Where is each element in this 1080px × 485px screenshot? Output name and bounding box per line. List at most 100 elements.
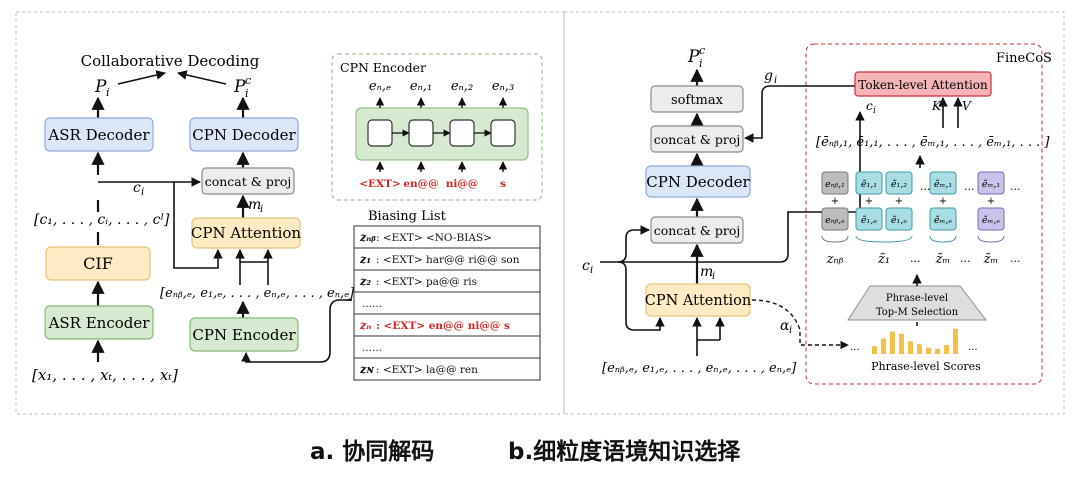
svg-text:: <EXT> <NO-BIAS>: : <EXT> <NO-BIAS> bbox=[376, 232, 492, 244]
svg-text:...: ... bbox=[1010, 180, 1021, 193]
inset-input-label: ni@@ bbox=[446, 178, 479, 190]
svg-text:ẽ₁,ₑ: ẽ₁,ₑ bbox=[861, 215, 877, 226]
inset-output-label: eₙ,ₑ bbox=[369, 79, 391, 94]
svg-text:i: i bbox=[789, 325, 792, 336]
svg-text:zₙᵦ: zₙᵦ bbox=[826, 252, 844, 267]
svg-text:i: i bbox=[106, 86, 110, 99]
svg-text:...: ... bbox=[850, 342, 860, 353]
svg-text:Biasing List: Biasing List bbox=[368, 209, 447, 224]
cpn-encoder-block-left: CPN Encoder bbox=[189, 317, 299, 352]
svg-text:+: + bbox=[939, 196, 947, 207]
svg-text:CPN Decoder: CPN Decoder bbox=[646, 173, 750, 191]
p-i-label: P i bbox=[94, 77, 110, 99]
svg-text:i: i bbox=[245, 87, 249, 100]
svg-text:...: ... bbox=[920, 180, 931, 193]
svg-text:ẽ₁,₂: ẽ₁,₂ bbox=[891, 179, 907, 190]
bias-list-row: z₂: <EXT> pa@@ ris bbox=[353, 269, 541, 293]
svg-text:...: ... bbox=[910, 252, 921, 265]
svg-text:Top-M Selection: Top-M Selection bbox=[876, 307, 959, 318]
svg-text:softmax: softmax bbox=[671, 93, 724, 108]
svg-text:......: ...... bbox=[362, 298, 382, 310]
svg-text:α: α bbox=[780, 318, 790, 334]
ebar-sequence: [ēₙᵦ,₁, ē₁,₁, . . . , ēₘ,₁, . . . , ēₘ,₁… bbox=[816, 135, 1050, 150]
collab-decoding-title: Collaborative Decoding bbox=[81, 52, 260, 70]
ci-label-left: c i bbox=[133, 180, 144, 198]
svg-text:i: i bbox=[141, 187, 144, 198]
mi-label-left: m i bbox=[248, 197, 263, 215]
cif-block: CIF bbox=[45, 246, 151, 281]
ci-small-label: c i bbox=[866, 99, 876, 116]
svg-text:eₙᵦ,₁: eₙᵦ,₁ bbox=[825, 179, 845, 190]
svg-text:z̃₁: z̃₁ bbox=[877, 252, 890, 267]
svg-text:concat & proj: concat & proj bbox=[654, 223, 741, 238]
asr-decoder-block: ASR Decoder bbox=[44, 117, 154, 152]
svg-text:ẽₘ,₁: ẽₘ,₁ bbox=[982, 179, 1000, 190]
svg-text:...: ... bbox=[964, 180, 975, 193]
score-bar bbox=[908, 341, 913, 354]
score-bar bbox=[917, 344, 922, 354]
concat-proj-block-left: concat & proj bbox=[201, 167, 295, 195]
svg-text:FineCoS: FineCoS bbox=[996, 51, 1052, 66]
p-ic-label-right: P c i bbox=[687, 44, 705, 70]
ci-label-right: c i bbox=[582, 258, 593, 276]
svg-text:i: i bbox=[699, 57, 703, 70]
svg-text:Token-level Attention: Token-level Attention bbox=[858, 78, 988, 92]
phrase-score-bars: ...... bbox=[850, 328, 978, 354]
inset-cell: eₙ,₃s bbox=[490, 79, 516, 190]
score-bar bbox=[944, 345, 949, 354]
e-sequence-right: [eₙᵦ,ₑ, e₁,ₑ, . . . , eₙ,ₑ, . . . , eₙ,ₑ… bbox=[602, 361, 797, 376]
token-group: ẽₘ,₁+ẽₘ,ₑz̃ₘ bbox=[977, 171, 1005, 267]
svg-text:...: ... bbox=[968, 342, 978, 353]
score-bar bbox=[890, 331, 895, 354]
svg-text:ẽ₁,ₑ: ẽ₁,ₑ bbox=[891, 215, 907, 226]
svg-text:P: P bbox=[94, 77, 107, 97]
svg-text:i: i bbox=[873, 106, 876, 116]
inset-cell: eₙ,₂ ni@@ bbox=[446, 79, 492, 190]
svg-text:i: i bbox=[260, 204, 263, 215]
svg-text:ẽₘ,ₑ: ẽₘ,ₑ bbox=[934, 215, 952, 226]
svg-text:zɴ: zɴ bbox=[359, 363, 374, 376]
token-groups: eₙᵦ,₁+eₙᵦ,ₑzₙᵦẽ₁,₁+ẽ₁,ₑẽ₁,₂+ẽ₁,ₑz̃₁...ẽₘ… bbox=[821, 171, 1021, 267]
inset-output-label: eₙ,₁ bbox=[410, 79, 432, 94]
score-bar bbox=[872, 346, 877, 354]
caption-a: a. 协同解码 bbox=[310, 439, 435, 465]
phrase-scores-label: Phrase-level Scores bbox=[871, 360, 981, 373]
svg-text:CPN Encoder: CPN Encoder bbox=[192, 326, 296, 344]
svg-text:m: m bbox=[248, 197, 261, 213]
bias-list-row: zₙᵦ: <EXT> <NO-BIAS> bbox=[353, 225, 541, 249]
svg-text:z₂: z₂ bbox=[359, 275, 371, 288]
cpn-decoder-block-right: CPN Decoder bbox=[645, 165, 751, 198]
svg-text:P: P bbox=[687, 47, 700, 67]
panel-b-frame bbox=[563, 11, 1065, 415]
svg-text:c: c bbox=[582, 258, 590, 274]
biasing-list: Biasing List zₙᵦ: <EXT> <NO-BIAS> z₁ : <EX… bbox=[353, 209, 541, 381]
svg-text:g: g bbox=[764, 68, 773, 84]
svg-text:...: ... bbox=[1010, 252, 1021, 265]
x-sequence: [x₁, . . . , xₜ, . . . , xₜ] bbox=[32, 366, 178, 384]
svg-text:z₁: z₁ bbox=[359, 253, 371, 266]
svg-text:+: + bbox=[865, 196, 873, 207]
panel-a-frame bbox=[15, 11, 565, 415]
svg-text:CPN Decoder: CPN Decoder bbox=[192, 126, 296, 144]
inset-output-label: eₙ,₂ bbox=[451, 79, 473, 94]
c-sequence: [c₁, . . . , cᵢ, . . . , cᴵ] bbox=[34, 212, 170, 228]
score-bar bbox=[881, 338, 886, 354]
svg-text:ẽₘ,ₑ: ẽₘ,ₑ bbox=[982, 215, 1000, 226]
e-sequence-left: [eₙᵦ,ₑ, e₁,ₑ, . . . , eₙ,ₑ, . . . , eₙ,ₑ… bbox=[160, 286, 355, 301]
svg-text:z̃ₘ: z̃ₘ bbox=[983, 252, 999, 267]
svg-text:CIF: CIF bbox=[83, 254, 113, 273]
caption-b: b.细粒度语境知识选择 bbox=[508, 439, 741, 465]
cpn-attention-block-right: CPN Attention bbox=[645, 283, 751, 317]
svg-text:c: c bbox=[866, 99, 873, 113]
cpn-attention-block-left: CPN Attention bbox=[191, 217, 301, 249]
top-m-selection-block: Phrase-level Top-M Selection bbox=[847, 285, 988, 321]
bias-list-row: zₙ: <EXT> en@@ ni@@ s bbox=[353, 313, 541, 337]
svg-text:+: + bbox=[895, 196, 903, 207]
inset-cell: eₙ,ₑ<EXT> bbox=[359, 79, 410, 190]
score-bar bbox=[899, 333, 904, 354]
cpn-decoder-block-left: CPN Decoder bbox=[189, 117, 299, 152]
svg-text:CPN Attention: CPN Attention bbox=[645, 293, 751, 309]
inset-cell: eₙ,₁en@@ bbox=[403, 79, 451, 190]
